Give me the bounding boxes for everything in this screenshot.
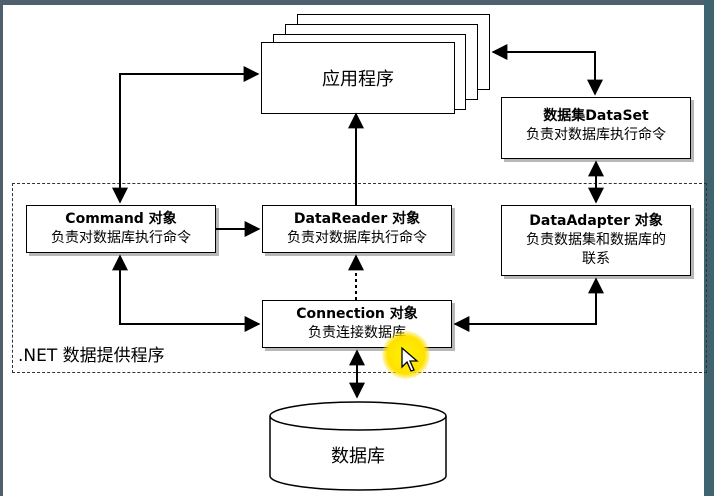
application-box: 应用程序 [261,42,455,114]
connection-desc: 负责连接数据库 [308,325,406,341]
database-cylinder [269,401,447,491]
window-frame-right [704,0,714,496]
dataadapter-desc-line1: 负责数据集和数据库的 [526,232,666,248]
application-label: 应用程序 [322,69,394,90]
mouse-pointer-icon [401,347,419,372]
arrow-app-dataset [491,44,603,96]
command-title: Command 对象 [65,211,177,227]
dataadapter-desc-line2: 联系 [582,251,610,267]
database-label: 数据库 [331,446,385,467]
arrow-app-command [112,66,260,204]
dataadapter-title: DataAdapter 对象 [529,213,663,229]
dataadapter-box: DataAdapter 对象 负责数据集和数据库的 联系 [501,205,691,276]
datareader-desc: 负责对数据库执行命令 [287,230,427,246]
arrow-dataadapter-connection [453,277,604,332]
arrow-command-connection [112,254,261,332]
datareader-title: DataReader 对象 [293,211,421,227]
command-box: Command 对象 负责对数据库执行命令 [26,205,216,253]
window-frame-left [0,0,3,496]
connection-title: Connection 对象 [296,306,418,322]
window-frame-top [0,0,714,5]
dataset-desc: 负责对数据库执行命令 [526,127,666,143]
dataset-box: 数据集DataSet 负责对数据库执行命令 [501,97,691,159]
dataset-title: 数据集DataSet [543,108,649,124]
datareader-box: DataReader 对象 负责对数据库执行命令 [262,205,452,253]
command-desc: 负责对数据库执行命令 [51,230,191,246]
dotnet-provider-label: .NET 数据提供程序 [18,346,165,366]
